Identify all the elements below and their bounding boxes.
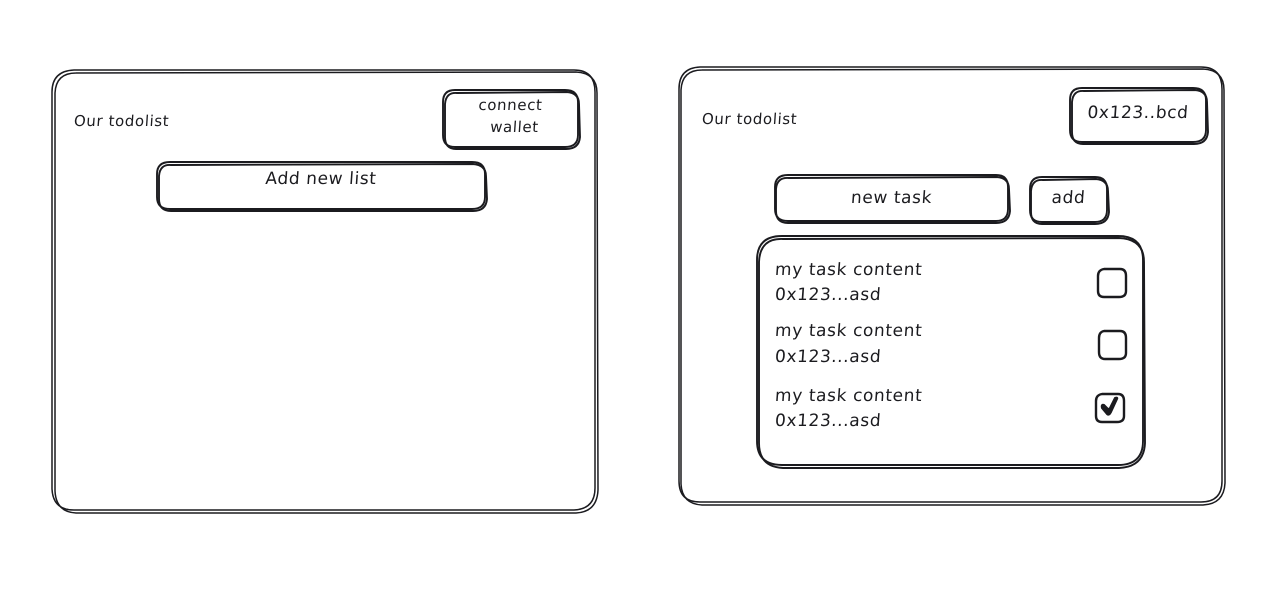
task-list-container-frame bbox=[756, 235, 1146, 469]
add-new-list-button-frame[interactable] bbox=[156, 161, 488, 212]
add-button-label: add bbox=[1050, 188, 1087, 208]
new-task-input-frame[interactable] bbox=[774, 174, 1011, 224]
task-content-1: my task content bbox=[774, 260, 924, 280]
connect-wallet-label-line1: connect bbox=[477, 96, 544, 114]
wallet-address-badge-frame[interactable] bbox=[1069, 87, 1209, 145]
left-panel-frame bbox=[51, 69, 599, 514]
checkmark-icon bbox=[1100, 396, 1119, 416]
page-title-left: Our todolist bbox=[73, 112, 170, 130]
wallet-address-label: 0x123..bcd bbox=[1086, 103, 1190, 123]
task-address-1: 0x123...asd bbox=[774, 285, 882, 305]
task-address-3: 0x123...asd bbox=[774, 411, 882, 431]
connect-wallet-label-line2: wallet bbox=[489, 118, 540, 136]
task-address-2: 0x123...asd bbox=[774, 347, 882, 367]
task-checkbox-1[interactable] bbox=[1096, 267, 1128, 299]
task-checkbox-3[interactable] bbox=[1094, 392, 1126, 424]
right-panel-frame bbox=[678, 66, 1226, 506]
task-content-2: my task content bbox=[774, 321, 924, 341]
task-checkbox-2[interactable] bbox=[1097, 329, 1128, 361]
page-title-right: Our todolist bbox=[701, 110, 798, 128]
connect-wallet-button-frame[interactable] bbox=[442, 89, 581, 150]
new-task-input-value[interactable]: new task bbox=[850, 188, 933, 208]
task-content-3: my task content bbox=[774, 386, 924, 406]
add-new-list-label: Add new list bbox=[264, 169, 378, 189]
add-button-frame[interactable] bbox=[1029, 176, 1110, 225]
